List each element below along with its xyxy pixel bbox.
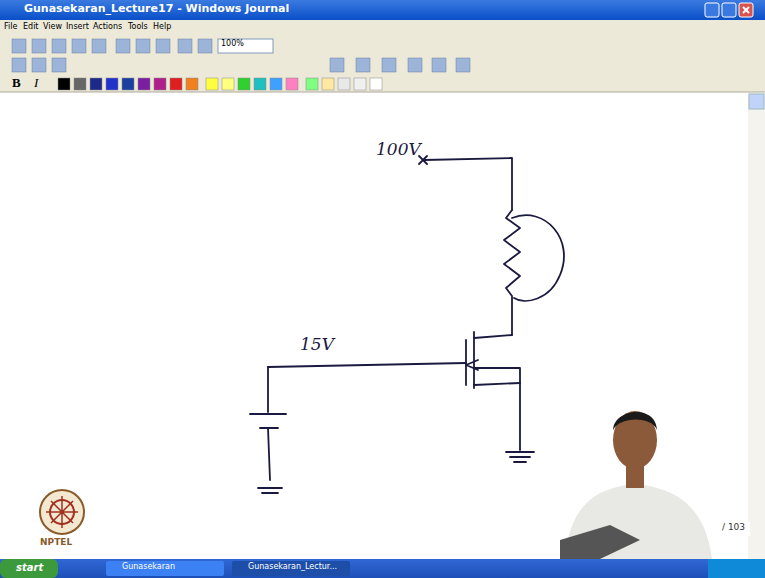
voltage-label: 15V bbox=[300, 335, 334, 354]
menu-item: Insert bbox=[66, 23, 89, 32]
circuit-drawing bbox=[250, 156, 564, 493]
italic-button: I bbox=[34, 76, 38, 90]
window-title: Gunasekaran_Lecture17 - Windows Journal bbox=[24, 3, 289, 15]
zoom-value: 100% bbox=[221, 40, 244, 49]
menu-item: Tools bbox=[128, 23, 148, 32]
menu-item: View bbox=[43, 23, 62, 32]
taskbar-item: Gunasekaran_Lectur... bbox=[248, 563, 337, 572]
voltage-label: 100V bbox=[376, 140, 421, 159]
lecturer-figure bbox=[560, 411, 712, 559]
nptel-logo bbox=[40, 490, 84, 534]
bold-button: B bbox=[12, 76, 21, 90]
menu-item: Help bbox=[153, 23, 171, 32]
page-counter: / 103 bbox=[722, 523, 745, 533]
taskbar-item: Gunasekaran bbox=[122, 563, 175, 572]
menu-item: Edit bbox=[23, 23, 39, 32]
menu-item: File bbox=[4, 23, 17, 32]
logo-text: NPTEL bbox=[40, 538, 72, 548]
menu-item: Actions bbox=[93, 23, 122, 32]
start-button: start bbox=[16, 562, 43, 573]
